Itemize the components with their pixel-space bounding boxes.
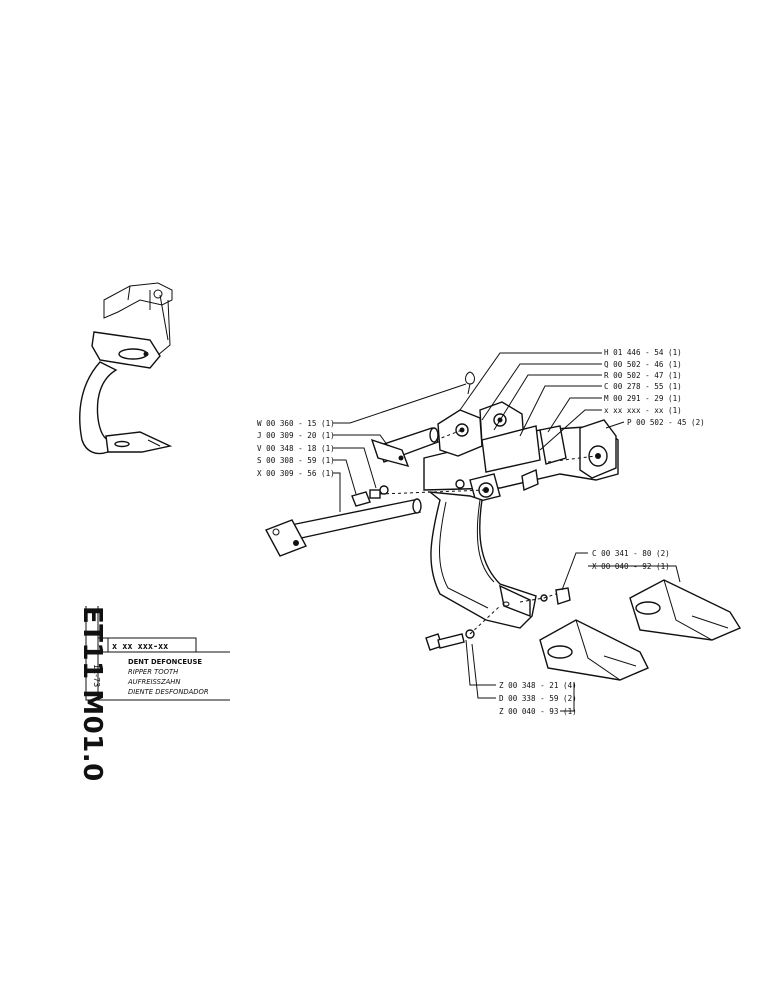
overview-sketch [79,282,173,455]
label-x-00-040-92: X 00 040 - 92 (1) [592,562,670,571]
bottom-label-group: Z 00 348 - 21 (4) D 00 338 - 59 (2) Z 00… [499,681,577,716]
right-label-group: H 01 446 - 54 (1) Q 00 502 - 46 (1) R 00… [604,348,705,427]
desc-german: AUFREISSZAHN [127,678,180,686]
label-d-00-338-59: D 00 338 - 59 (2) [499,694,577,703]
label-q-00-502-46: Q 00 502 - 46 (1) [604,360,682,369]
label-z-00-040-93: Z 00 040 - 93 (1) [499,707,577,716]
pin-x-00-309-56 [265,498,422,557]
bolt-s-00-308-59 [351,489,381,507]
desc-english: RIPPER TOOTH [128,668,178,676]
tip-label-group: C 00 341 - 80 (2) X 00 040 - 92 (1) [592,549,670,571]
label-s-00-308-59: S 00 308 - 59 (1) [257,456,335,465]
leader-lines [333,352,681,712]
shank [427,491,537,629]
tip-z-00-040-93 [539,619,649,681]
tip-x-00-040-92 [629,579,742,641]
label-v-00-348-18: V 00 348 - 18 (1) [257,444,335,453]
label-r-00-502-47: R 00 502 - 47 (1) [604,371,682,380]
left-label-group: W 00 360 - 15 (1) J 00 309 - 20 (1) V 00… [257,419,335,478]
label-j-00-309-20: J 00 309 - 20 (1) [257,431,335,440]
ripper-assembly-drawing [265,371,742,681]
label-w-00-360-15: W 00 360 - 15 (1) [257,419,335,428]
label-h-01-446-54: H 01 446 - 54 (1) [604,348,682,357]
label-p-00-502-45: P 00 502 - 45 (2) [627,418,705,427]
label-x-00-309-56: X 00 309 - 56 (1) [257,469,335,478]
date-code: 11-73 [92,664,101,687]
bolt-z-00-348-21 [425,629,475,651]
label-c-00-278-55: C 00 278 - 55 (1) [604,382,682,391]
desc-spanish: DIENTE DESFONDADOR [128,688,209,696]
label-m-00-291-29: M 00 291 - 29 (1) [604,394,682,403]
drawing-reference: ET11 M01.0 [77,606,107,782]
title-block: ET11 M01.0 11-73 x xx xxx-xx DENT DEFONC… [77,606,230,782]
desc-french: DENT DEFONCEUSE [128,658,202,666]
part-code: x xx xxx-xx [112,642,168,652]
label-x-xx-xxx-xx: x xx xxx - xx (1) [604,406,682,415]
label-z-00-348-21: Z 00 348 - 21 (4) [499,681,577,690]
pin-j-00-309-20 [370,427,439,468]
label-c-00-341-80: C 00 341 - 80 (2) [592,549,670,558]
holder-h-01-446-54 [423,401,619,503]
